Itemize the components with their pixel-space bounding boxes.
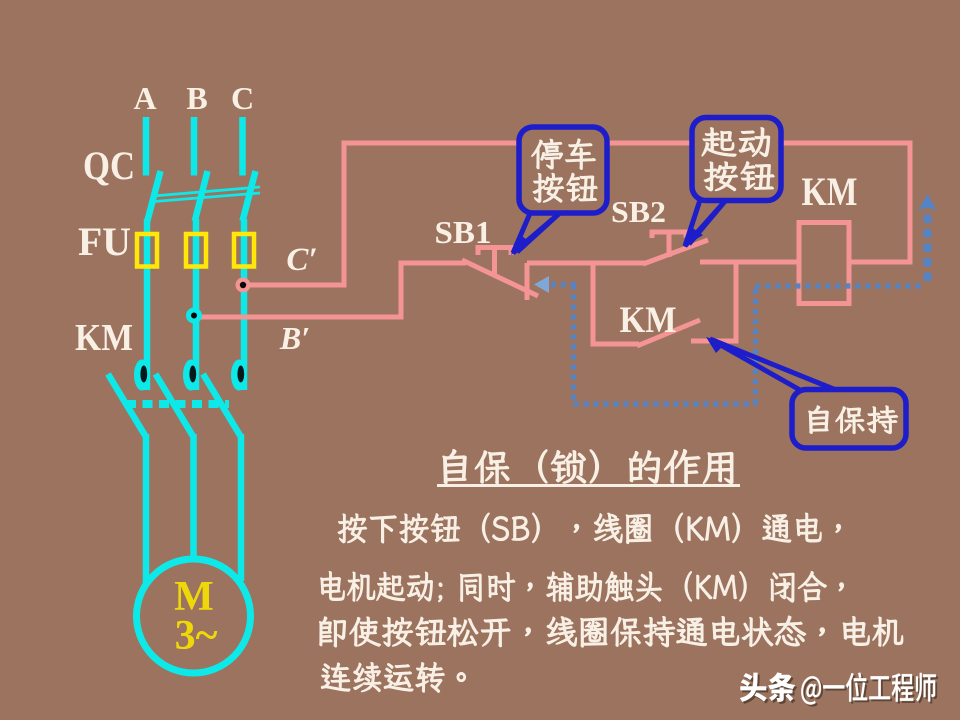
svg-text:C′: C′ (286, 242, 317, 278)
svg-text:QC: QC (83, 143, 135, 188)
svg-text:C: C (231, 80, 254, 116)
svg-text:KM: KM (75, 317, 133, 359)
svg-text:B: B (186, 80, 207, 116)
svg-text:A: A (133, 80, 156, 116)
svg-text:SB2: SB2 (611, 194, 666, 229)
svg-text:KM: KM (620, 300, 677, 341)
svg-text:M: M (174, 574, 214, 620)
svg-text:3~: 3~ (175, 613, 218, 659)
svg-text:KM: KM (802, 169, 858, 214)
svg-text:FU: FU (78, 219, 131, 264)
svg-text:SB1: SB1 (435, 214, 492, 250)
svg-text:B′: B′ (279, 320, 310, 356)
